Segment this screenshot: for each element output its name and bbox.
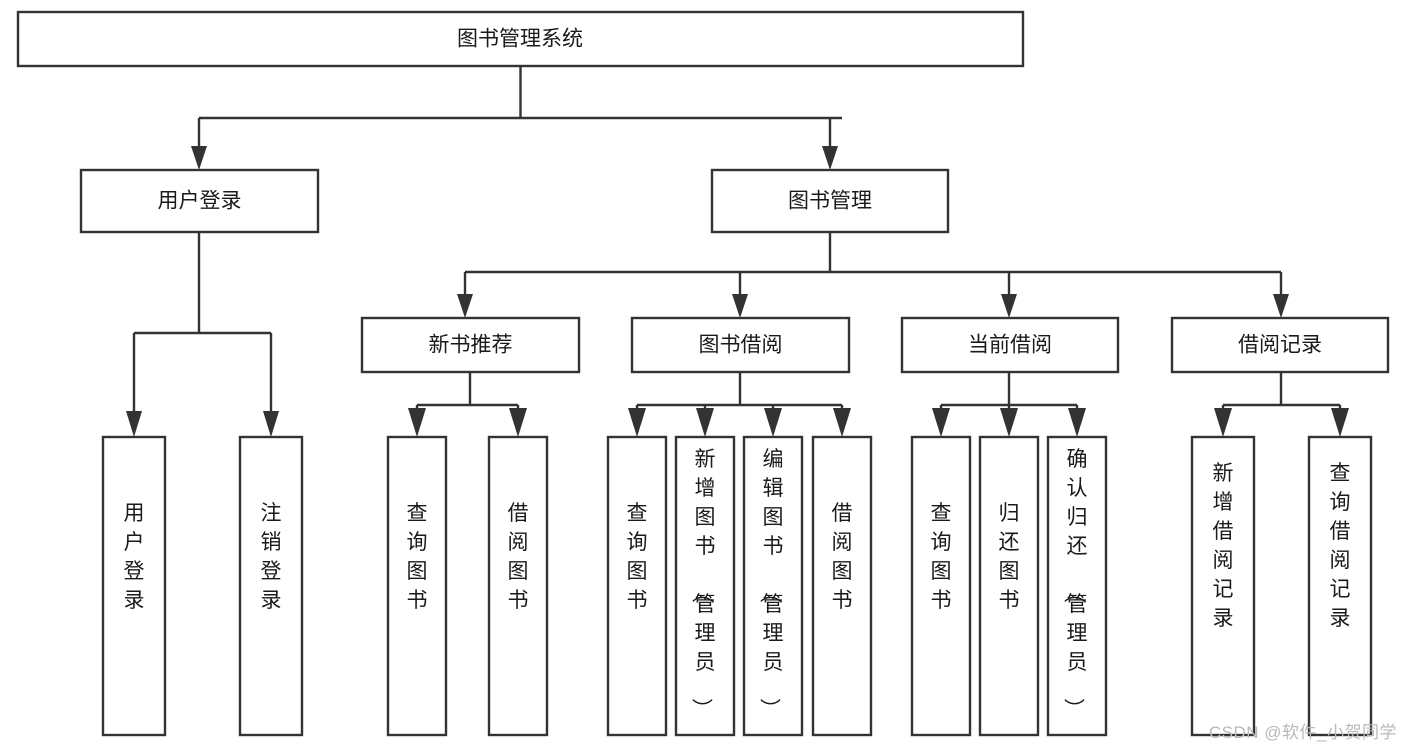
- node-borrow-record-label: 借阅记录: [1238, 334, 1322, 357]
- node-leaf-borrow-book-2-box[interactable]: [811, 435, 873, 737]
- arrow-leaf-query-book-3: [932, 408, 950, 437]
- node-leaf-borrow-book-2[interactable]: 借阅图书: [811, 435, 873, 737]
- node-leaf-borrow-book-2-label: 借阅图书: [832, 502, 853, 612]
- arrow-leaf-borrow-book-1: [509, 408, 527, 437]
- node-leaf-user-login[interactable]: 用户登录: [101, 435, 167, 737]
- node-borrow-record-box[interactable]: [1170, 316, 1390, 374]
- node-leaf-logout-login-label: 注销登录: [261, 502, 282, 612]
- arrow-leaf-query-book-2: [628, 408, 646, 437]
- node-title[interactable]: 图书管理系统: [16, 10, 1025, 68]
- node-book-management-box[interactable]: [710, 168, 950, 234]
- arrow-to-current-borrow: [1001, 294, 1017, 318]
- node-new-book-recommend-label: 新书推荐: [429, 334, 513, 357]
- node-book-management[interactable]: 图书管理: [710, 168, 950, 234]
- node-leaf-borrow-book-1[interactable]: 借阅图书: [487, 435, 549, 737]
- node-current-borrow-box[interactable]: [900, 316, 1120, 374]
- node-leaf-borrow-book-1-label: 借阅图书: [508, 502, 529, 612]
- node-leaf-edit-book[interactable]: 编辑图书（管理员）: [742, 435, 804, 737]
- node-leaf-edit-book-box[interactable]: [742, 435, 804, 737]
- node-leaf-query-book-1-box[interactable]: [386, 435, 448, 737]
- node-current-borrow-label: 当前借阅: [968, 334, 1052, 357]
- arrow-leaf-query-record: [1331, 408, 1349, 437]
- node-leaf-confirm-return-box[interactable]: [1046, 435, 1108, 737]
- arrow-leaf-edit-book: [764, 408, 782, 437]
- node-leaf-query-book-2[interactable]: 查询图书: [606, 435, 668, 737]
- node-leaf-query-record-label: 查询借阅记录: [1330, 462, 1351, 630]
- node-leaf-add-book-box[interactable]: [674, 435, 736, 737]
- node-leaf-return-book-box[interactable]: [978, 435, 1040, 737]
- node-leaf-query-book-1-label: 查询图书: [407, 502, 428, 612]
- arrow-leaf-borrow-book-2: [833, 408, 851, 437]
- arrow-to-book-borrow: [732, 294, 748, 318]
- node-book-borrow-box[interactable]: [630, 316, 851, 374]
- arrow-leaf-user-login: [126, 411, 142, 437]
- node-book-borrow-label: 图书借阅: [699, 334, 783, 357]
- arrow-to-new-book: [457, 294, 473, 318]
- connectors: [126, 66, 1349, 437]
- node-leaf-add-book[interactable]: 新增图书（管理员）: [674, 435, 736, 737]
- arrow-leaf-add-record: [1214, 408, 1232, 437]
- csdn-watermark: CSDN @软件_小贺同学: [1208, 723, 1397, 742]
- node-leaf-query-book-2-label: 查询图书: [627, 502, 648, 612]
- arrow-leaf-logout-login: [263, 411, 279, 437]
- node-leaf-query-book-3-box[interactable]: [910, 435, 972, 737]
- arrow-to-book-management: [822, 146, 838, 170]
- arrow-leaf-query-book-1: [408, 408, 426, 437]
- node-leaf-borrow-book-1-box[interactable]: [487, 435, 549, 737]
- node-leaf-edit-book-label: 编辑图书（管理员）: [758, 448, 784, 719]
- node-leaf-user-login-label: 用户登录: [124, 502, 145, 612]
- node-leaf-confirm-return-label: 确认归还（管理员）: [1062, 448, 1088, 719]
- node-leaf-query-book-1[interactable]: 查询图书: [386, 435, 448, 737]
- arrow-to-user-login: [191, 146, 207, 170]
- node-leaf-query-record[interactable]: 查询借阅记录: [1307, 435, 1373, 737]
- node-new-book-recommend-box[interactable]: [360, 316, 581, 374]
- node-title-box[interactable]: [16, 10, 1025, 68]
- node-leaf-return-book[interactable]: 归还图书: [978, 435, 1040, 737]
- node-book-management-label: 图书管理: [788, 190, 872, 213]
- arrow-leaf-add-book: [696, 408, 714, 437]
- node-leaf-add-record-label: 新增借阅记录: [1213, 462, 1234, 630]
- node-leaf-user-login-box[interactable]: [101, 435, 167, 737]
- node-leaf-logout-login[interactable]: 注销登录: [238, 435, 304, 737]
- node-user-login[interactable]: 用户登录: [79, 168, 320, 234]
- node-leaf-query-book-2-box[interactable]: [606, 435, 668, 737]
- node-leaf-query-record-box[interactable]: [1307, 435, 1373, 737]
- node-leaf-logout-login-box[interactable]: [238, 435, 304, 737]
- arrow-leaf-return-book: [1000, 408, 1018, 437]
- node-leaf-query-book-3[interactable]: 查询图书: [910, 435, 972, 737]
- node-leaf-add-record-box[interactable]: [1190, 435, 1256, 737]
- node-leaf-add-book-label: 新增图书（管理员）: [690, 448, 716, 719]
- node-user-login-label: 用户登录: [158, 190, 242, 213]
- node-leaf-query-book-3-label: 查询图书: [931, 502, 952, 612]
- node-current-borrow[interactable]: 当前借阅: [900, 316, 1120, 374]
- node-book-borrow[interactable]: 图书借阅: [630, 316, 851, 374]
- node-leaf-confirm-return[interactable]: 确认归还（管理员）: [1046, 435, 1108, 737]
- node-leaf-add-record[interactable]: 新增借阅记录: [1190, 435, 1256, 737]
- arrow-to-borrow-record: [1273, 294, 1289, 318]
- node-borrow-record[interactable]: 借阅记录: [1170, 316, 1390, 374]
- node-user-login-box[interactable]: [79, 168, 320, 234]
- arrow-leaf-confirm-return: [1068, 408, 1086, 437]
- node-title-label: 图书管理系统: [457, 28, 583, 51]
- node-new-book-recommend[interactable]: 新书推荐: [360, 316, 581, 374]
- node-leaf-return-book-label: 归还图书: [999, 502, 1020, 612]
